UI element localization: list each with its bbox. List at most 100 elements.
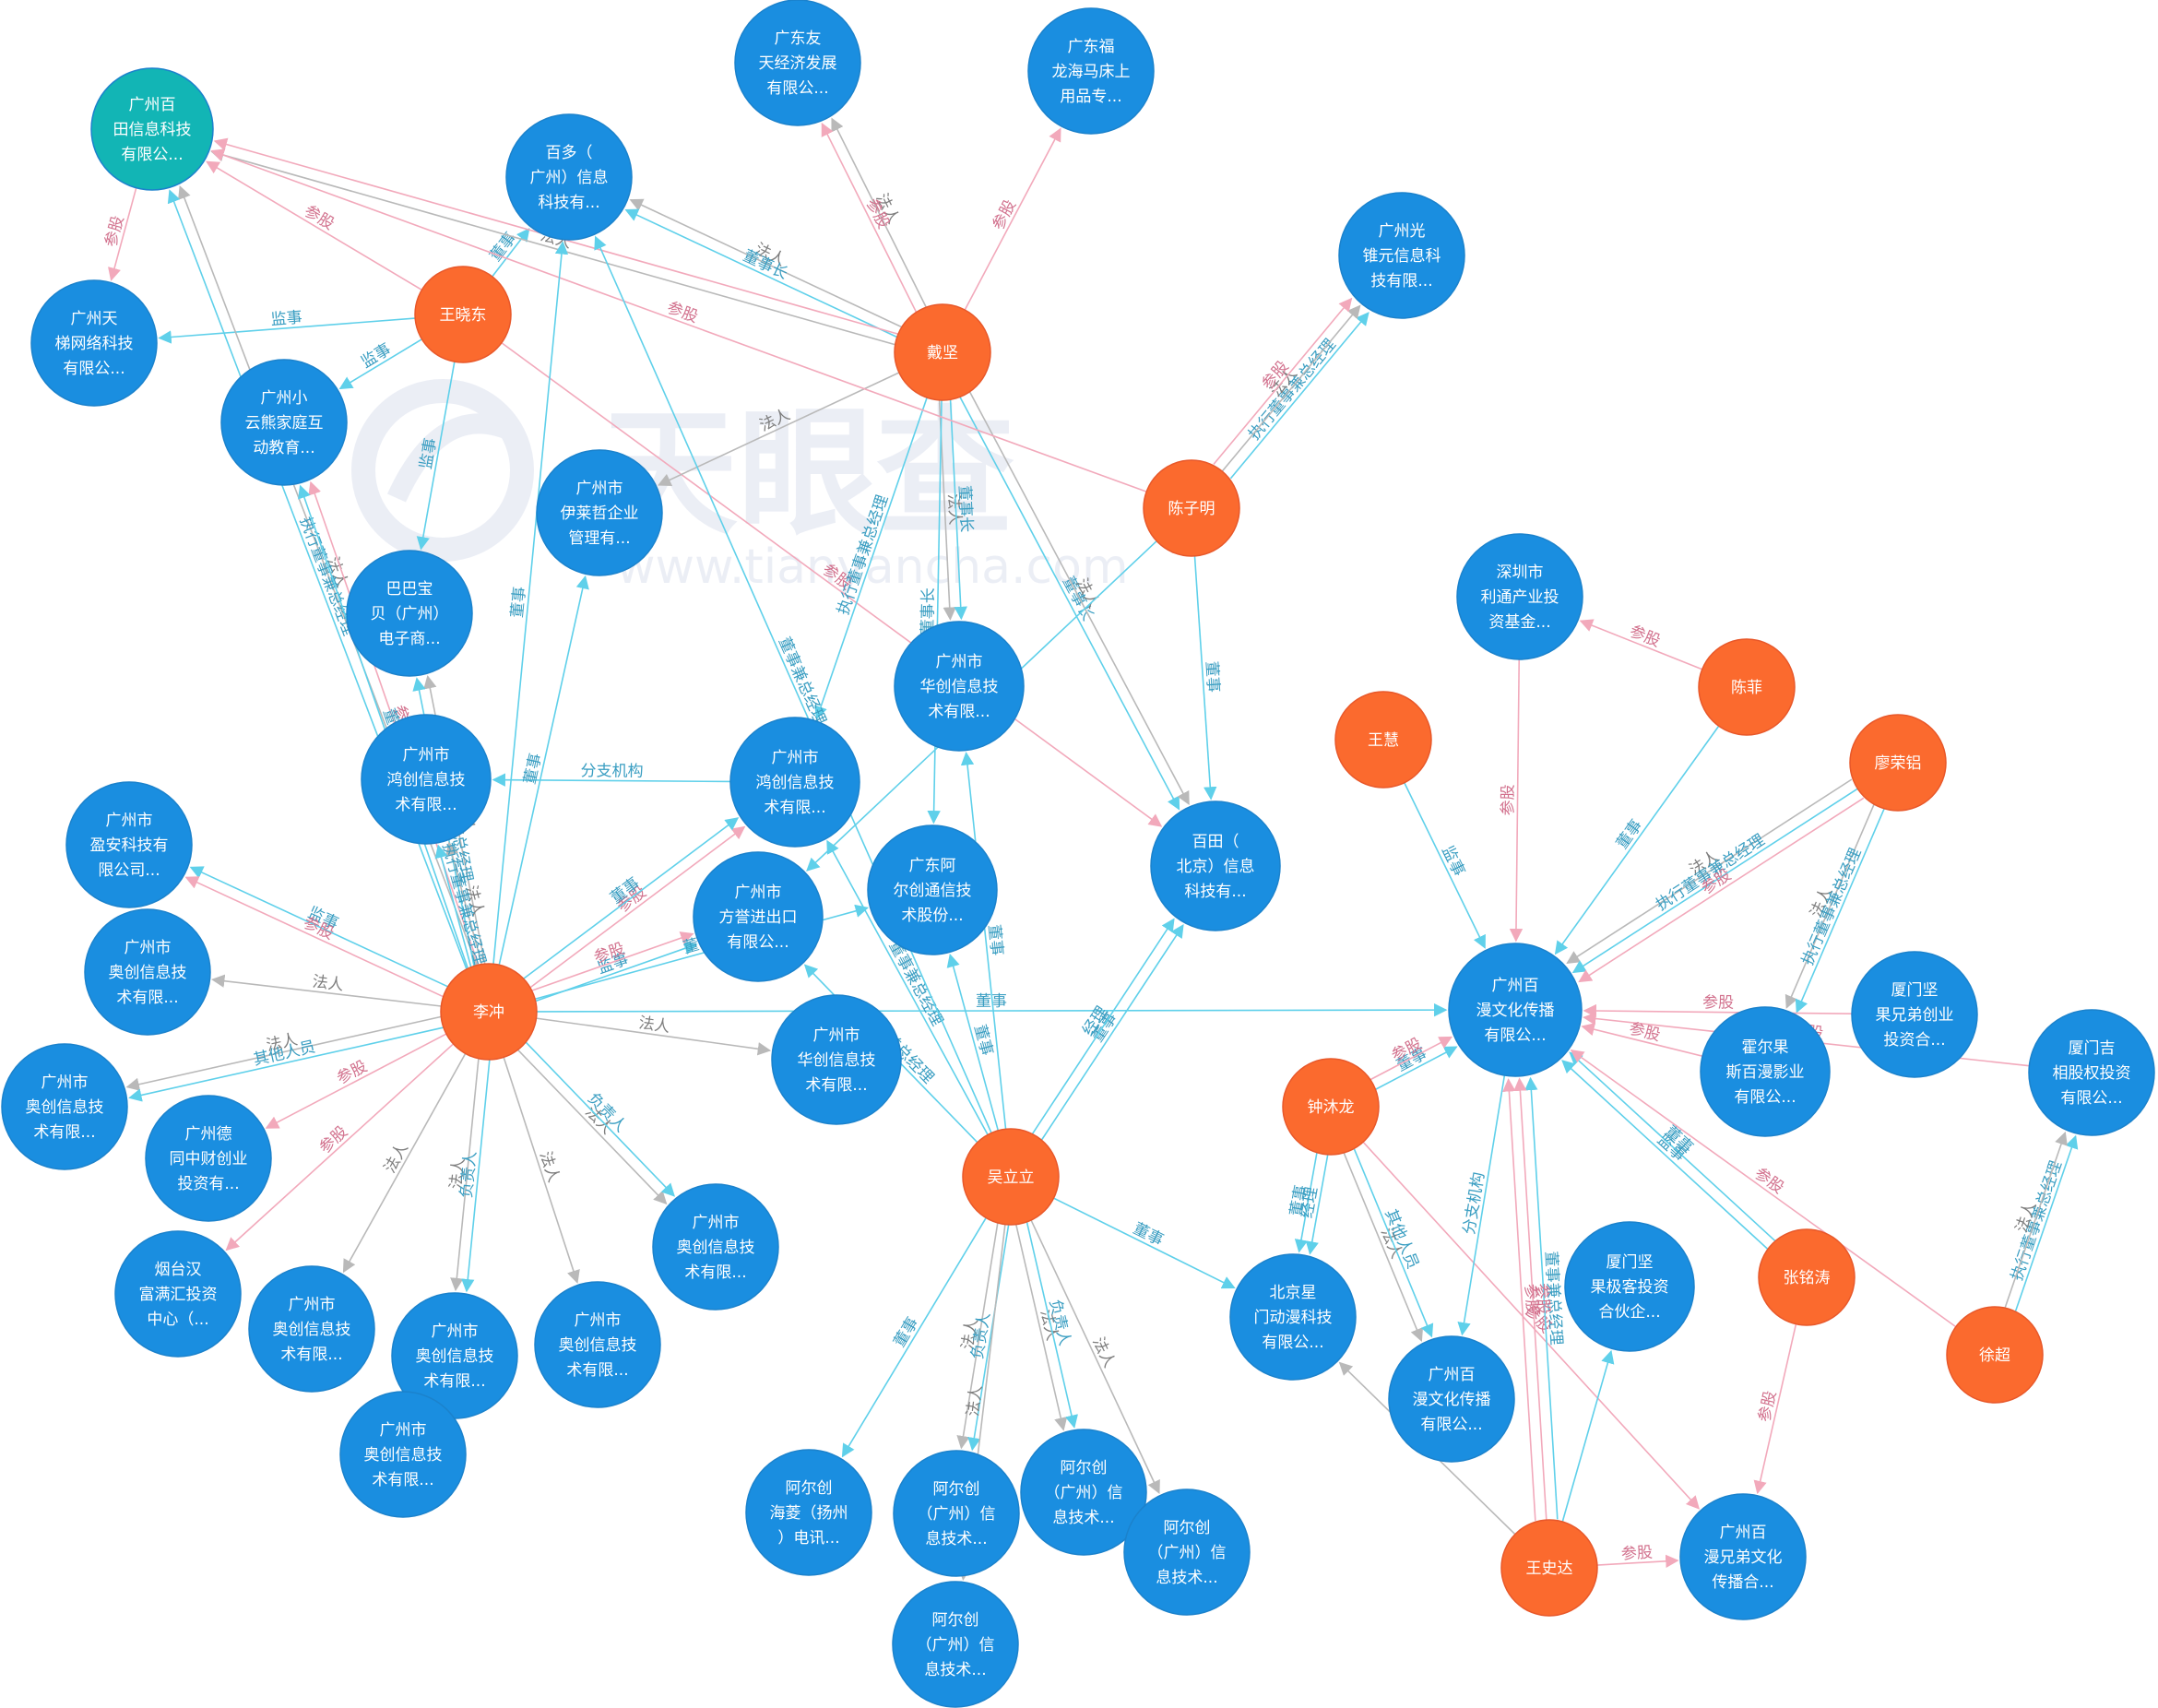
company-node[interactable]: 阿尔创（广州）信息技术... <box>1020 1429 1147 1556</box>
company-node[interactable]: 广州市伊莱哲企业管理有... <box>536 449 663 576</box>
node-circle[interactable] <box>346 550 473 677</box>
company-node[interactable]: 阿尔创（广州）信息技术... <box>1123 1489 1251 1616</box>
company-node[interactable]: 广州德同中财创业投资有... <box>145 1095 272 1222</box>
person-node[interactable]: 李冲 <box>440 963 538 1061</box>
node-circle[interactable] <box>1564 1221 1695 1352</box>
node-circle[interactable] <box>440 963 538 1061</box>
company-node[interactable]: 广东福龙海马床上用品专... <box>1027 7 1155 135</box>
company-node[interactable]: 广州市奥创信息技术有限... <box>1 1043 128 1170</box>
company-node[interactable]: 百田（北京）信息科技有... <box>1150 801 1281 931</box>
company-node[interactable]: 广州市鸿创信息技术有限... <box>361 714 492 845</box>
node-circle[interactable] <box>536 449 663 576</box>
node-circle[interactable] <box>1123 1489 1251 1616</box>
company-node[interactable]: 广州市奥创信息技术有限... <box>248 1265 375 1393</box>
node-circle[interactable] <box>220 359 348 486</box>
node-circle[interactable] <box>1 1043 128 1170</box>
person-node[interactable]: 廖荣铝 <box>1849 714 1947 812</box>
node-circle[interactable] <box>1282 1058 1380 1156</box>
node-circle[interactable] <box>1698 638 1796 736</box>
company-node[interactable]: 百多（广州）信息科技有... <box>505 113 633 241</box>
person-node[interactable]: 陈菲 <box>1698 638 1796 736</box>
person-node[interactable]: 钟沐龙 <box>1282 1058 1380 1156</box>
company-node[interactable]: 厦门吉相股权投资有限公... <box>2028 1009 2155 1136</box>
company-node[interactable]: 阿尔创海菱（扬州）电讯... <box>745 1449 872 1576</box>
company-node[interactable]: 广州市奥创信息技术有限... <box>652 1183 779 1311</box>
person-node[interactable]: 陈子明 <box>1143 459 1240 557</box>
node-circle[interactable] <box>1700 1006 1831 1137</box>
node-circle[interactable] <box>2028 1009 2155 1136</box>
person-node[interactable]: 王晓东 <box>414 266 512 363</box>
company-node[interactable]: 广州市方誉进出口有限公... <box>693 851 824 982</box>
node-circle[interactable] <box>1849 714 1947 812</box>
node-circle[interactable] <box>414 266 512 363</box>
person-node[interactable]: 戴坚 <box>894 303 991 401</box>
company-node[interactable]: 广州百漫文化传播有限公... <box>1388 1335 1515 1463</box>
node-circle[interactable] <box>892 1581 1019 1708</box>
company-node[interactable]: 广州市鸿创信息技术有限... <box>729 717 860 848</box>
node-circle[interactable] <box>1334 691 1432 789</box>
node-circle[interactable] <box>84 908 211 1036</box>
node-circle[interactable] <box>114 1230 242 1358</box>
company-node[interactable]: 深圳市利通产业投资基金... <box>1456 533 1583 660</box>
node-circle[interactable] <box>962 1128 1060 1226</box>
node-circle[interactable] <box>1758 1228 1856 1326</box>
node-circle[interactable] <box>1150 801 1281 931</box>
company-node[interactable]: 厦门坚果兄弟创业投资合... <box>1851 951 1978 1078</box>
node-circle[interactable] <box>693 851 824 982</box>
node-circle[interactable] <box>771 994 902 1125</box>
company-node[interactable]: 广州市华创信息技术有限... <box>771 994 902 1125</box>
node-circle[interactable] <box>734 0 861 126</box>
company-node[interactable]: 烟台汉富满汇投资中心（... <box>114 1230 242 1358</box>
node-circle[interactable] <box>361 714 492 845</box>
person-node[interactable]: 吴立立 <box>962 1128 1060 1226</box>
node-circle[interactable] <box>65 781 193 908</box>
company-node[interactable]: 广东友天经济发展有限公... <box>734 0 861 126</box>
company-node[interactable]: 北京星门动漫科技有限公... <box>1229 1253 1357 1381</box>
node-circle[interactable] <box>1027 7 1155 135</box>
company-node[interactable]: 厦门坚果极客投资合伙企... <box>1564 1221 1695 1352</box>
company-node[interactable]: 广州百漫文化传播有限公... <box>1448 943 1583 1077</box>
company-node[interactable]: 广州市奥创信息技术有限... <box>84 908 211 1036</box>
company-node[interactable]: 霍尔果斯百漫影业有限公... <box>1700 1006 1831 1137</box>
company-node[interactable]: 广州市华创信息技术有限... <box>894 621 1025 752</box>
company-node[interactable]: 广州小云熊家庭互动教育... <box>220 359 348 486</box>
company-node[interactable]: 阿尔创（广州）信息技术... <box>892 1581 1019 1708</box>
node-circle[interactable] <box>30 279 158 407</box>
company-node[interactable]: 广州百田信息科技有限公... <box>90 67 214 191</box>
person-node[interactable]: 王史达 <box>1500 1519 1598 1617</box>
node-circle[interactable] <box>339 1391 467 1518</box>
company-node[interactable]: 广东阿尔创通信技术股份... <box>867 824 998 955</box>
node-circle[interactable] <box>90 67 214 191</box>
node-circle[interactable] <box>893 1450 1020 1577</box>
node-circle[interactable] <box>1143 459 1240 557</box>
node-circle[interactable] <box>729 717 860 848</box>
node-circle[interactable] <box>894 621 1025 752</box>
node-circle[interactable] <box>652 1183 779 1311</box>
company-node[interactable]: 广州百漫兄弟文化传播合... <box>1679 1493 1807 1620</box>
company-node[interactable]: 广州天梯网络科技有限公... <box>30 279 158 407</box>
node-circle[interactable] <box>1946 1306 2044 1404</box>
company-node[interactable]: 广州市奥创信息技术有限... <box>391 1292 518 1419</box>
company-node[interactable]: 巴巴宝贝（广州）电子商... <box>346 550 473 677</box>
node-circle[interactable] <box>1338 192 1465 319</box>
node-circle[interactable] <box>1388 1335 1515 1463</box>
node-circle[interactable] <box>1679 1493 1807 1620</box>
node-circle[interactable] <box>1448 943 1583 1077</box>
node-circle[interactable] <box>1456 533 1583 660</box>
company-node[interactable]: 广州光锥元信息科技有限... <box>1338 192 1465 319</box>
node-circle[interactable] <box>1851 951 1978 1078</box>
node-circle[interactable] <box>894 303 991 401</box>
node-circle[interactable] <box>867 824 998 955</box>
node-circle[interactable] <box>1229 1253 1357 1381</box>
node-circle[interactable] <box>1500 1519 1598 1617</box>
node-circle[interactable] <box>145 1095 272 1222</box>
node-circle[interactable] <box>248 1265 375 1393</box>
node-circle[interactable] <box>745 1449 872 1576</box>
person-node[interactable]: 徐超 <box>1946 1306 2044 1404</box>
person-node[interactable]: 张铭涛 <box>1758 1228 1856 1326</box>
company-node[interactable]: 广州市奥创信息技术有限... <box>339 1391 467 1518</box>
company-node[interactable]: 阿尔创（广州）信息技术... <box>893 1450 1020 1577</box>
company-node[interactable]: 广州市盈安科技有限公司... <box>65 781 193 908</box>
node-circle[interactable] <box>505 113 633 241</box>
company-node[interactable]: 广州市奥创信息技术有限... <box>534 1281 661 1408</box>
